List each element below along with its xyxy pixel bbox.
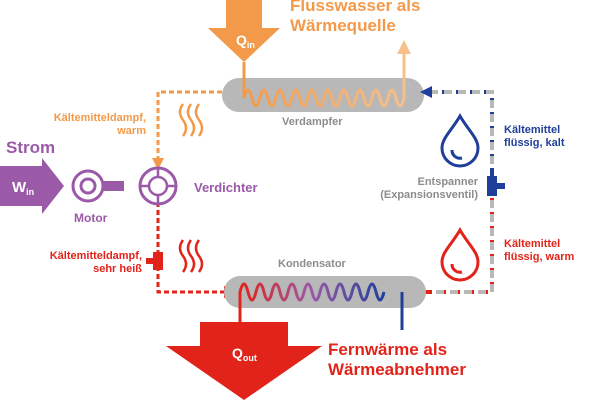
- w-in-label: Win: [12, 179, 34, 197]
- condenser-body: [224, 276, 426, 308]
- vapor-hot-label: Kältemitteldampf, sehr heiß: [49, 250, 142, 275]
- evaporator-coil: [242, 88, 406, 108]
- loop-liquid-cold-arrowhead: [420, 86, 432, 98]
- droplet-icon: [440, 112, 480, 168]
- water-outlet-arrowhead: [397, 40, 411, 54]
- loop-liquid-cold: [426, 90, 494, 176]
- loop-liquid-warm-gray: [430, 200, 494, 294]
- condenser-coil: [238, 282, 386, 302]
- motor-icon: [71, 169, 124, 203]
- vapor-warm-label: Kältemitteldampf, warm: [53, 112, 146, 137]
- loop-liquid-cold-gray: [432, 90, 494, 170]
- droplet-icon: [440, 226, 480, 282]
- q-out-arrow: [166, 322, 322, 400]
- loop-liquid-warm: [424, 196, 494, 294]
- compressor-icon: [138, 166, 178, 206]
- compressor-label: Verdichter: [194, 180, 258, 195]
- q-in-label: Qin: [236, 32, 255, 50]
- heat-sink-title: Fernwärme als Wärmeabnehmer: [328, 340, 466, 379]
- valve-icon: [487, 176, 505, 196]
- electricity-label: Strom: [6, 138, 56, 157]
- loop-vapor-warm: [156, 90, 222, 162]
- loop-vapor-warm-arrowhead: [152, 158, 164, 170]
- valve-icon: [146, 252, 163, 270]
- loop-vapor-hot: [156, 202, 228, 294]
- evaporator-label: Verdampfer: [282, 116, 343, 128]
- evaporator-body: [222, 78, 424, 112]
- condenser-label: Kondensator: [278, 258, 346, 270]
- heat-wave-icon: [178, 239, 204, 273]
- q-out-label: Qout: [232, 345, 257, 363]
- heat-source-title: Flusswasser als Wärmequelle: [290, 0, 421, 35]
- w-in-arrow: [0, 158, 64, 214]
- expansion-valve-label: Entspanner (Expansionsventil): [380, 176, 478, 201]
- liquid-warm-label: Kältemittel flüssig, warm: [504, 238, 575, 263]
- liquid-cold-label: Kältemittel flüssig, kalt: [504, 124, 565, 149]
- motor-label: Motor: [74, 211, 108, 225]
- q-in-arrow: [208, 0, 280, 62]
- heat-wave-icon: [178, 103, 204, 137]
